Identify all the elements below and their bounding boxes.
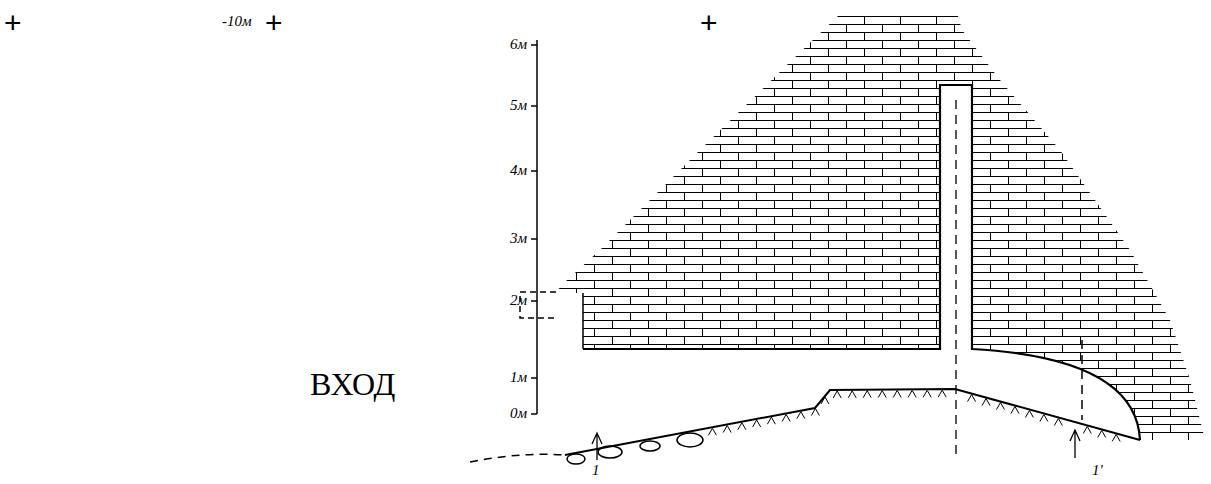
scale-axis xyxy=(531,40,537,414)
sediment-mark xyxy=(1112,434,1120,441)
sediment-mark xyxy=(753,420,761,427)
cave-ceiling xyxy=(583,85,1140,440)
sediment-mark xyxy=(923,390,931,397)
scale-label: 5м xyxy=(510,98,527,113)
sediment-mark xyxy=(893,390,901,397)
section-arrows xyxy=(592,430,1080,460)
sediment-mark xyxy=(1054,418,1062,425)
sediment-mark xyxy=(723,426,731,433)
sediment-mark xyxy=(968,395,976,402)
section-label: 1 xyxy=(592,463,600,478)
grid-cross: + xyxy=(4,8,22,38)
scale-label: 0м xyxy=(510,406,527,421)
scale-label: 4м xyxy=(510,163,527,178)
grid-coordinate: -10м xyxy=(222,14,252,29)
grid-cross: + xyxy=(700,8,718,38)
pebbles xyxy=(567,433,703,464)
floor-sediment xyxy=(708,390,1120,441)
sediment-mark xyxy=(833,391,841,398)
entrance-label: ВХОД xyxy=(310,368,395,400)
rock-mass xyxy=(555,16,1205,440)
sediment-mark xyxy=(878,391,886,398)
sediment-mark xyxy=(821,397,829,404)
sediment-mark xyxy=(782,414,790,421)
sediment-mark xyxy=(1025,411,1033,418)
scale-label: 3м xyxy=(510,231,527,246)
section-line xyxy=(1081,340,1083,420)
sediment-mark xyxy=(1098,430,1106,437)
scale-label: 1м xyxy=(510,370,527,385)
sediment-mark xyxy=(996,403,1004,410)
sediment-mark xyxy=(1011,407,1019,414)
sediment-mark xyxy=(848,391,856,398)
sediment-mark xyxy=(863,391,871,398)
left-edge xyxy=(582,293,584,349)
sediment-mark xyxy=(908,390,916,397)
floor-dashed xyxy=(470,454,565,462)
sediment-mark xyxy=(708,428,716,435)
scale-label: 2м xyxy=(510,293,527,308)
cave-floor xyxy=(565,389,1140,455)
sediment-mark xyxy=(1083,426,1091,433)
section-axis xyxy=(955,100,956,460)
sediment-mark xyxy=(982,399,990,406)
section-label: 1' xyxy=(1092,463,1103,478)
sediment-mark xyxy=(1040,414,1048,421)
scale-label: 6м xyxy=(510,37,527,52)
sediment-mark xyxy=(797,412,805,419)
sediment-mark xyxy=(767,417,775,424)
sediment-mark xyxy=(938,390,946,397)
grid-cross: + xyxy=(265,8,283,38)
sediment-mark xyxy=(811,409,819,416)
sediment-mark xyxy=(738,423,746,430)
